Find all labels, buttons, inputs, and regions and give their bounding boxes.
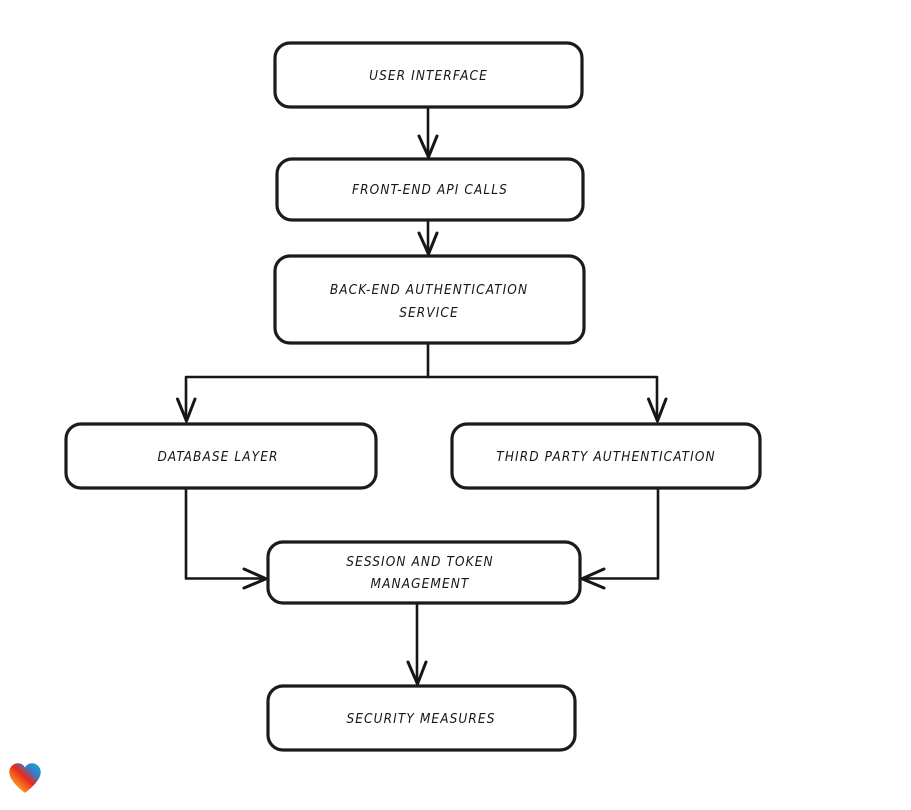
- heart-icon: [9, 763, 41, 793]
- node-front-end-api-calls[interactable]: FRONT-END API CALLS: [275, 157, 585, 222]
- edge-thirdparty-to-session: [580, 486, 660, 590]
- node-session-and-token-management[interactable]: SESSION AND TOKEN MANAGEMENT: [266, 540, 582, 605]
- node-third-party-authentication-label: THIRD PARTY AUTHENTICATION: [496, 449, 715, 465]
- node-back-end-authentication-service-label-line2: SERVICE: [399, 305, 459, 321]
- node-back-end-authentication-service-shape[interactable]: [273, 254, 586, 345]
- node-back-end-authentication-service-label-line1: BACK-END AUTHENTICATION: [330, 282, 528, 298]
- edge-backend-to-database: [176, 341, 430, 423]
- node-front-end-api-calls-shape[interactable]: [275, 157, 585, 222]
- edge-database-to-session: [184, 486, 268, 590]
- edge-layer: [176, 105, 668, 686]
- node-database-layer-shape[interactable]: [64, 422, 378, 490]
- node-third-party-authentication[interactable]: THIRD PARTY AUTHENTICATION: [450, 422, 762, 490]
- node-security-measures[interactable]: SECURITY MEASURES: [266, 684, 577, 752]
- node-layer: USER INTERFACE FRONT-END API CALLS BACK-…: [64, 41, 762, 752]
- node-security-measures-shape[interactable]: [266, 684, 577, 752]
- node-user-interface[interactable]: USER INTERFACE: [273, 41, 584, 109]
- node-session-and-token-management-label-line1: SESSION AND TOKEN: [346, 554, 493, 570]
- node-third-party-authentication-shape[interactable]: [450, 422, 762, 490]
- node-database-layer-label: DATABASE LAYER: [157, 449, 278, 465]
- node-security-measures-label: SECURITY MEASURES: [346, 711, 495, 727]
- node-user-interface-shape[interactable]: [273, 41, 584, 109]
- node-session-and-token-management-label-line2: MANAGEMENT: [371, 576, 470, 592]
- node-database-layer[interactable]: DATABASE LAYER: [64, 422, 378, 490]
- edge-api-to-backend: [417, 218, 439, 256]
- node-session-and-token-management-shape[interactable]: [266, 540, 582, 605]
- edge-ui-to-api: [417, 105, 439, 159]
- edge-backend-to-thirdparty: [426, 375, 668, 423]
- node-user-interface-label: USER INTERFACE: [369, 68, 488, 84]
- edge-session-to-security: [406, 601, 428, 686]
- node-front-end-api-calls-label: FRONT-END API CALLS: [352, 182, 508, 198]
- node-back-end-authentication-service[interactable]: BACK-END AUTHENTICATION SERVICE: [273, 254, 586, 345]
